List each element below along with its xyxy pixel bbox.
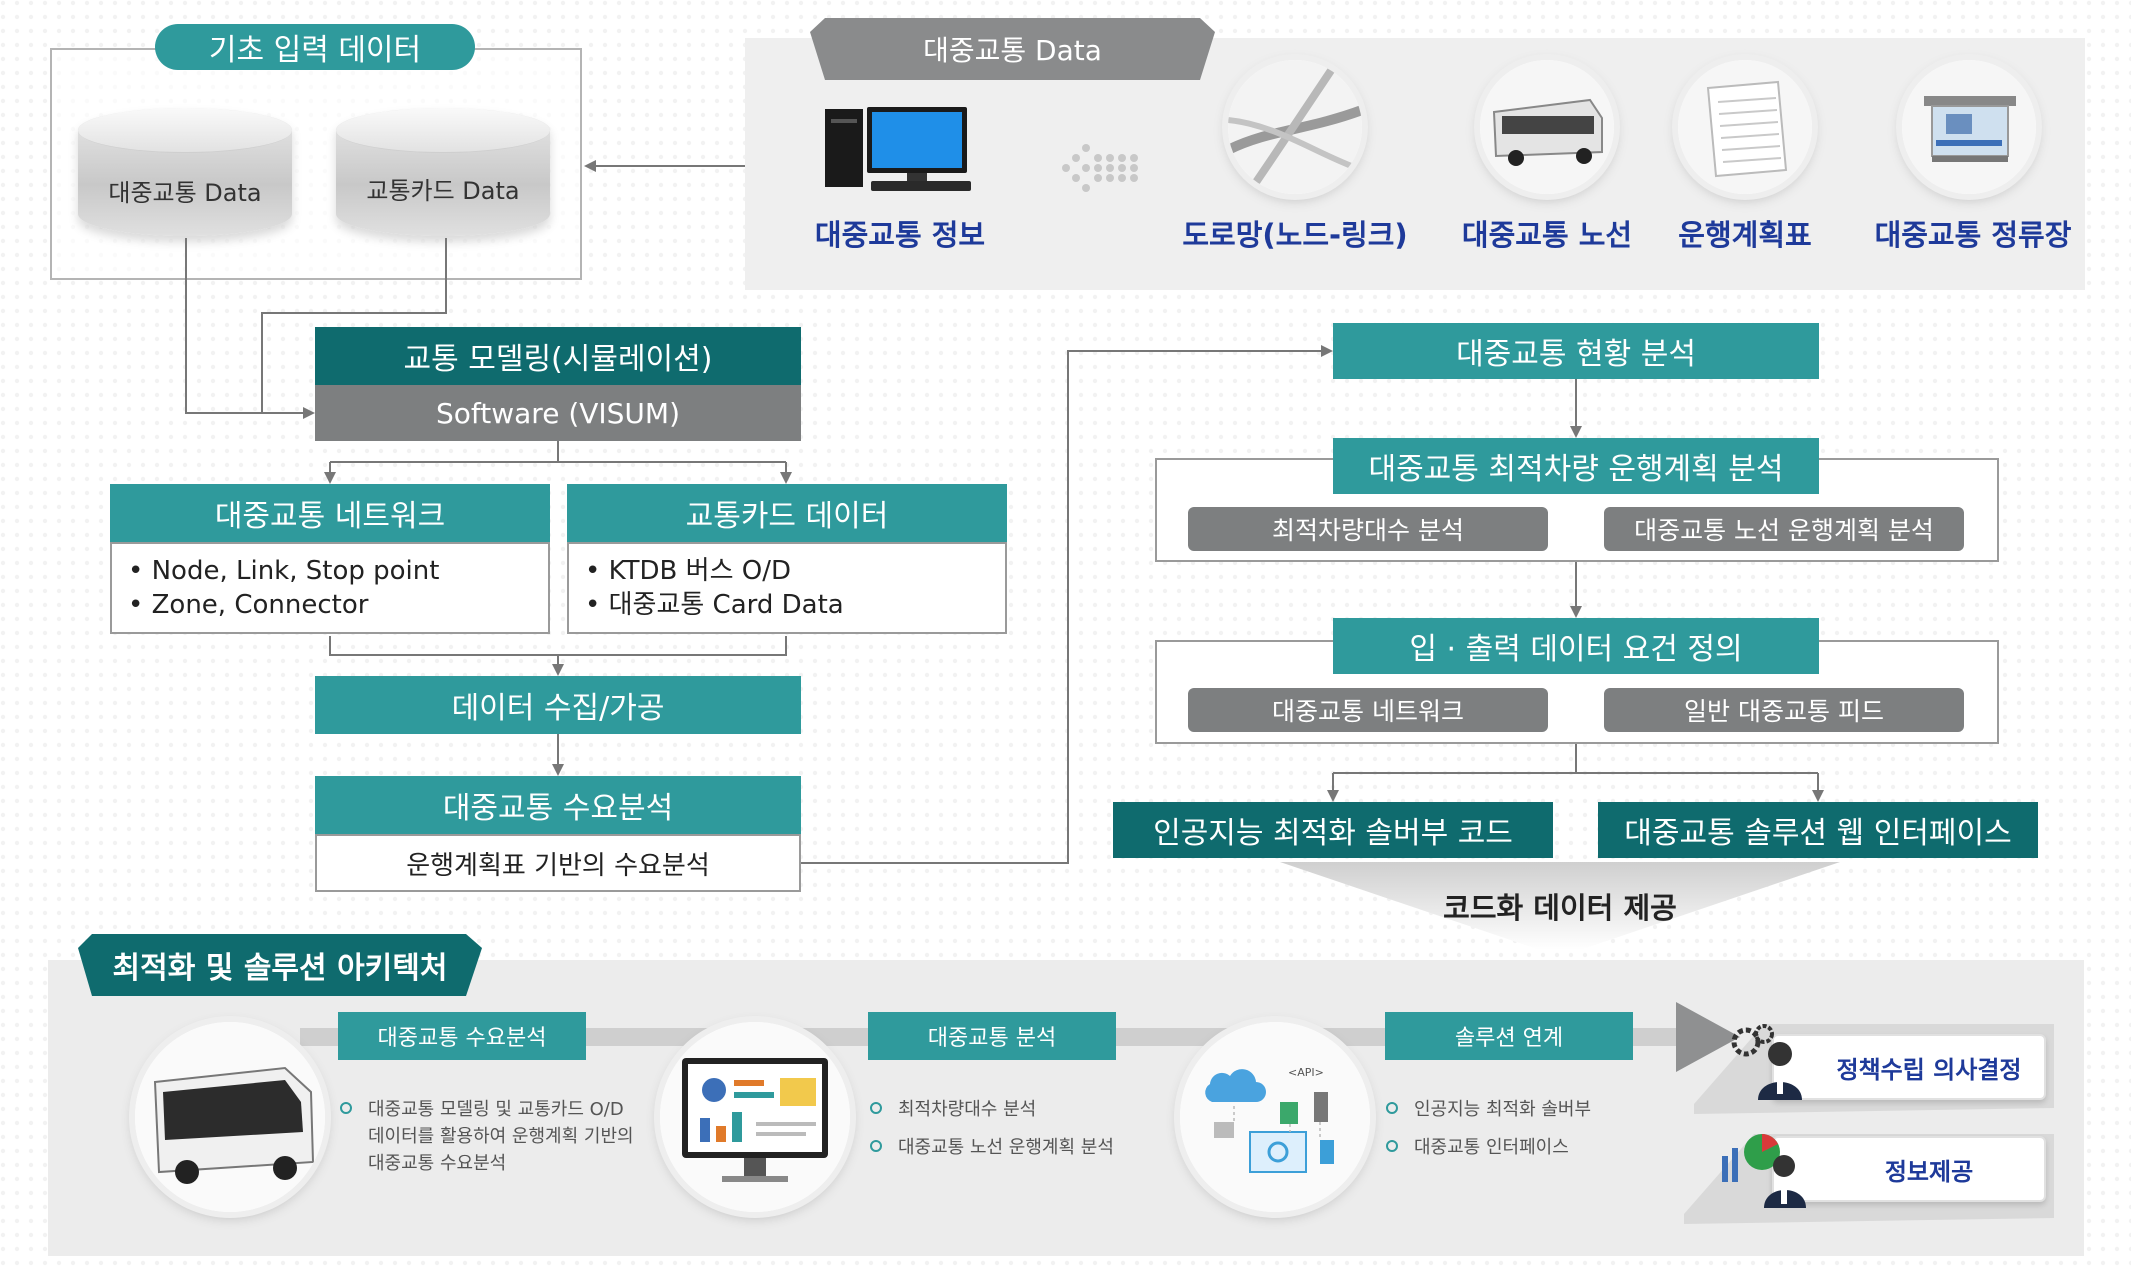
io-right-pill: 일반 대중교통 피드 bbox=[1604, 688, 1964, 732]
card-data-title: 교통카드 데이터 bbox=[567, 484, 1007, 542]
timetable-image bbox=[1678, 60, 1812, 194]
architecture-tab bbox=[78, 934, 482, 996]
bus-route-image bbox=[1480, 60, 1614, 194]
stage-demand-line: 데이터를 활용하여 운행계획 기반의 bbox=[368, 1126, 634, 1147]
optimal-left-pill: 최적차량대수 분석 bbox=[1188, 507, 1548, 551]
stage-analysis-item: 최적차량대수 분석 bbox=[898, 1099, 1037, 1120]
stage-solution-text: 인공지능 최적화 솔버부 대중교통 인터페이스 bbox=[1386, 1096, 1686, 1172]
card-data-bullet: • KTDB 버스 O/D bbox=[585, 556, 791, 586]
bus-image bbox=[135, 1022, 325, 1212]
card-data-db-label: 교통카드 Data bbox=[366, 176, 520, 205]
network-title: 대중교통 네트워크 bbox=[110, 484, 550, 542]
card-data-bullet: • 대중교통 Card Data bbox=[585, 590, 844, 620]
stage-solution-item: 대중교통 인터페이스 bbox=[1414, 1137, 1569, 1158]
collect-title: 데이터 수집/가공 bbox=[315, 676, 801, 734]
bullet-ring-icon bbox=[870, 1140, 882, 1152]
stage-demand-text: 대중교통 모델링 및 교통카드 O/D 데이터를 활용하여 운행계획 기반의 대… bbox=[340, 1096, 660, 1177]
monitor-image bbox=[660, 1022, 850, 1212]
transit-data-tab bbox=[810, 18, 1215, 80]
api-diagram-image: <API> bbox=[1180, 1022, 1370, 1212]
basic-input-title: 기초 입력 데이터 bbox=[155, 24, 475, 70]
transit-data-panel bbox=[745, 38, 2085, 290]
demand-sub: 운행계획표 기반의 수요분석 bbox=[315, 834, 801, 892]
stage-solution-item: 인공지능 최적화 솔버부 bbox=[1414, 1099, 1592, 1120]
bus-stop-image bbox=[1902, 60, 2036, 194]
dotted-arrow-left-icon bbox=[1062, 144, 1138, 192]
transit-data-db bbox=[78, 108, 292, 236]
chart-person-icon bbox=[1722, 1134, 1806, 1208]
stage-solution-label: 솔루션 연계 bbox=[1385, 1012, 1633, 1060]
stage-demand-line: 대중교통 모델링 및 교통카드 O/D bbox=[368, 1099, 624, 1120]
transit-data-title: 대중교통 Data bbox=[923, 34, 1102, 67]
gears-person-icon bbox=[1731, 1024, 1802, 1100]
demand-title: 대중교통 수요분석 bbox=[315, 776, 801, 834]
modeling-software: Software (VISUM) bbox=[315, 385, 801, 441]
modeling-title: 교통 모델링(시뮬레이션) bbox=[315, 327, 801, 385]
architecture-title: 최적화 및 솔루션 아키텍처 bbox=[112, 951, 448, 986]
status-title: 대중교통 현황 분석 bbox=[1333, 323, 1819, 379]
bus-route-label: 대중교통 노선 bbox=[1461, 218, 1633, 252]
io-title: 입 · 출력 데이터 요건 정의 bbox=[1333, 618, 1819, 674]
api-text: <API> bbox=[1288, 1066, 1324, 1079]
road-network-image bbox=[1228, 60, 1362, 194]
transit-data-db-label: 대중교통 Data bbox=[108, 178, 262, 207]
transit-info-label: 대중교통 정보 bbox=[814, 218, 986, 252]
timetable-label: 운행계획표 bbox=[1678, 218, 1812, 252]
stage-demand-line: 대중교통 수요분석 bbox=[368, 1153, 507, 1174]
card-data-db bbox=[336, 108, 550, 236]
stage-analysis-text: 최적차량대수 분석 대중교통 노선 운행계획 분석 bbox=[870, 1096, 1190, 1172]
network-bullet: • Zone, Connector bbox=[128, 590, 369, 620]
stage-demand-label: 대중교통 수요분석 bbox=[338, 1012, 586, 1060]
stage-analysis-label: 대중교통 분석 bbox=[868, 1012, 1116, 1060]
decision-output: 정책수립 의사결정 bbox=[1772, 1034, 2046, 1100]
bus-stop-label: 대중교통 정류장 bbox=[1874, 218, 2072, 252]
network-bullet: • Node, Link, Stop point bbox=[128, 556, 440, 586]
io-left-pill: 대중교통 네트워크 bbox=[1188, 688, 1548, 732]
bullet-ring-icon bbox=[1386, 1140, 1398, 1152]
computer-icon bbox=[825, 107, 971, 191]
road-network-label: 도로망(노드-링크) bbox=[1182, 218, 1408, 252]
bullet-ring-icon bbox=[870, 1102, 882, 1114]
card-data-detail-box: • KTDB 버스 O/D • 대중교통 Card Data bbox=[567, 542, 1007, 634]
optimal-right-pill: 대중교통 노선 운행계획 분석 bbox=[1604, 507, 1964, 551]
ai-code-title: 인공지능 최적화 솔버부 코드 bbox=[1113, 802, 1553, 858]
web-interface-title: 대중교통 솔루션 웹 인터페이스 bbox=[1598, 802, 2038, 858]
stage-analysis-item: 대중교통 노선 운행계획 분석 bbox=[898, 1137, 1114, 1158]
code-provide-label: 코드화 데이터 제공 bbox=[1443, 891, 1677, 925]
code-provide-funnel bbox=[1280, 862, 1840, 950]
bullet-ring-icon bbox=[1386, 1102, 1398, 1114]
timeline-arrow-icon bbox=[1676, 1002, 1740, 1072]
info-output: 정보제공 bbox=[1772, 1136, 2046, 1202]
optimal-title: 대중교통 최적차량 운행계획 분석 bbox=[1333, 438, 1819, 494]
bullet-ring-icon bbox=[340, 1102, 352, 1114]
network-detail-box: • Node, Link, Stop point • Zone, Connect… bbox=[110, 542, 550, 634]
